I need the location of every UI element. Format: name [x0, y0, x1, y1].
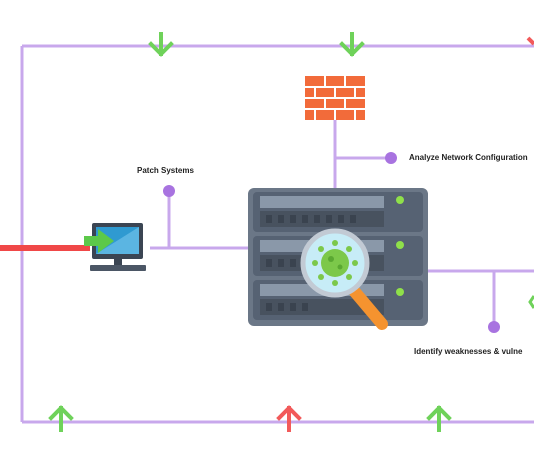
identify-node	[488, 321, 500, 333]
partial-arrow-icon	[528, 295, 534, 309]
arrow-right-edge-icon	[526, 36, 534, 46]
down-arrow-icon	[339, 32, 365, 57]
firewall-icon	[305, 76, 365, 120]
patch-systems-label: Patch Systems	[137, 166, 194, 175]
connector-lines	[150, 120, 534, 326]
computer-icon	[84, 223, 146, 271]
incoming-threat-bar	[0, 245, 90, 251]
outer-loop-lines	[20, 44, 534, 424]
patch-node	[163, 185, 175, 197]
analyze-node	[385, 152, 397, 164]
down-arrow-icon	[148, 32, 174, 57]
up-arrow-icon	[426, 405, 452, 432]
up-arrow-red-icon	[276, 405, 302, 432]
virus-icon	[312, 240, 358, 286]
identify-weaknesses-label: Identify weaknesses & vulne	[414, 347, 523, 356]
up-arrow-icon	[48, 405, 74, 432]
analyze-network-label: Analyze Network Configuration	[409, 153, 528, 162]
